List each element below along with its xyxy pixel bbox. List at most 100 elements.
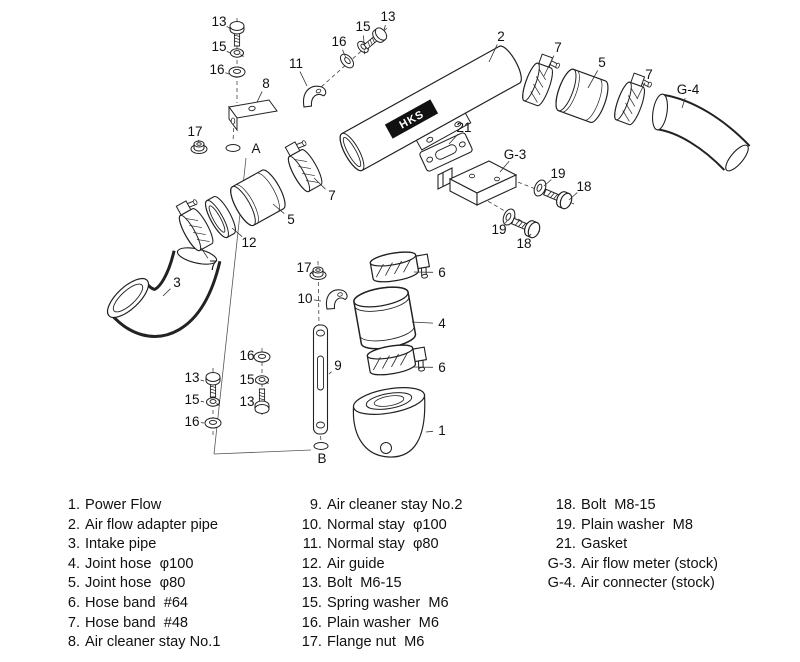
callout-leader-13: [383, 24, 386, 31]
parts-list-item: 5. Joint hose φ80: [60, 574, 220, 594]
part-number: 3.: [67, 536, 80, 553]
callout-17: 17: [187, 124, 202, 139]
parts-list-item: 17.Flange nut M6: [296, 633, 462, 653]
callout-leader-9: [328, 371, 332, 375]
callout-4: 4: [438, 316, 446, 331]
callout-11: 11: [289, 56, 303, 71]
part-joint-hose-80-right: [551, 66, 613, 126]
callout-13: 13: [380, 9, 395, 24]
callout-6: 6: [438, 360, 446, 375]
callout-leader-17: [311, 272, 314, 275]
part-label: Plain washer M8: [581, 516, 693, 533]
parts-list-column-2: 9. Air cleaner stay No.2 10.Normal stay φ1…: [296, 496, 463, 653]
part-bolt-m6-group1: [205, 372, 221, 398]
parts-list-item: 16. Plain washer M6: [296, 614, 462, 634]
part-number: 15.: [301, 594, 322, 611]
callout-B: B: [317, 451, 326, 466]
callout-15: 15: [355, 19, 370, 34]
callout-leader-17: [197, 139, 200, 143]
part-label: Joint hose φ80: [85, 575, 186, 592]
part-label: Air connecter (stock): [581, 575, 715, 592]
part-hose-band-48-right-a: [518, 51, 562, 109]
callout-3: 3: [173, 275, 181, 290]
callout-5: 5: [287, 212, 295, 227]
part-number: 11.: [302, 536, 322, 553]
part-hose-band-64-top: [368, 246, 432, 288]
part-normal-stay-80: [302, 85, 327, 108]
callout-leader-7: [636, 82, 646, 100]
parts-list-item: 4.Joint hose φ100: [60, 555, 220, 575]
part-joint-hose-80-left: [225, 166, 291, 230]
callout-16: 16: [239, 348, 254, 363]
callout-G-3: G-3: [504, 147, 527, 162]
callout-21: 21: [456, 120, 471, 135]
part-label: Air flow meter (stock): [581, 555, 719, 572]
callout-15: 15: [239, 372, 254, 387]
callout-17: 17: [296, 260, 311, 275]
callout-leader-2: [488, 44, 498, 63]
callout-7: 7: [554, 40, 562, 55]
parts-list-item: 7. Hose band #48: [60, 614, 220, 634]
callout-leader-21: [448, 133, 459, 145]
part-bolt-m6-top: [229, 21, 245, 47]
parts-list-item: 11.Normal stay φ80: [296, 535, 462, 555]
part-plain-washer-m6-group2: [253, 351, 271, 363]
part-air-flow-adapter-pipe: HKS: [339, 45, 522, 172]
part-number: 5.: [67, 575, 80, 592]
brand-logo-plate: [384, 99, 439, 139]
callout-leader-G-3: [499, 161, 510, 173]
part-label: Flange nut M6: [327, 634, 425, 651]
part-label: Air cleaner stay No.2: [327, 497, 463, 513]
callout-leader-15: [363, 35, 365, 45]
part-plain-washer-m6-top: [228, 66, 246, 78]
part-label: Hose band #48: [85, 614, 189, 631]
part-label: Power Flow: [85, 497, 162, 513]
callout-leader-G-4: [681, 97, 686, 109]
part-number: 16.: [301, 614, 322, 631]
part-label: Hose band #64: [85, 594, 189, 611]
callout-18: 18: [576, 179, 591, 194]
callout-16: 16: [184, 414, 199, 429]
part-number: 9.: [309, 497, 322, 513]
callout-7: 7: [328, 188, 336, 203]
part-number: 21.: [555, 536, 576, 553]
parts-list-item: 1.Power Flow: [60, 496, 220, 516]
parts-list-item: 9. Air cleaner stay No.2: [296, 496, 463, 516]
parts-list-item: 15.Spring washer M6: [296, 594, 462, 614]
parts-list-item: 18.Bolt M8-15: [538, 496, 718, 516]
callout-leader-7: [313, 177, 326, 190]
parts-list-item: 3. Intake pipe: [60, 535, 220, 555]
callout-15: 15: [211, 39, 226, 54]
part-label: Air flow adapter pipe: [85, 516, 219, 533]
part-label: Gasket: [581, 536, 628, 553]
callout-leader-16: [225, 72, 230, 75]
callout-7: 7: [645, 67, 653, 82]
part-bolt-m8-a: [541, 184, 575, 212]
parts-list-item: G-3.Air flow meter (stock): [538, 555, 718, 575]
part-joint-hose-100: [351, 282, 418, 353]
callout-5: 5: [598, 55, 606, 70]
part-bolt-m6-group2: [254, 388, 270, 414]
part-label: Joint hose φ100: [85, 555, 194, 572]
part-label: Intake pipe: [85, 536, 157, 553]
part-number: 12.: [301, 555, 322, 572]
part-flange-nut-m6-left: [190, 140, 208, 154]
callout-leader-12: [231, 227, 243, 238]
callout-10: 10: [297, 291, 312, 306]
callout-leader-1: [425, 430, 434, 433]
callout-9: 9: [334, 358, 342, 373]
part-label: Bolt M6-15: [327, 575, 402, 592]
callout-12: 12: [241, 235, 256, 250]
part-number: G-4.: [547, 575, 576, 592]
parts-list-item: 10.Normal stay φ100: [296, 516, 462, 536]
part-number: 19.: [555, 516, 576, 533]
mount-point-b: [313, 442, 329, 450]
callout-leader-11: [299, 71, 308, 87]
callout-leader-19: [543, 179, 552, 187]
callout-leader-7: [543, 55, 555, 77]
part-label: Plain washer M6: [327, 614, 439, 631]
callout-13: 13: [184, 370, 199, 385]
part-gasket: [419, 132, 473, 172]
callout-leader-7: [200, 247, 209, 259]
part-number: 7.: [67, 614, 80, 631]
